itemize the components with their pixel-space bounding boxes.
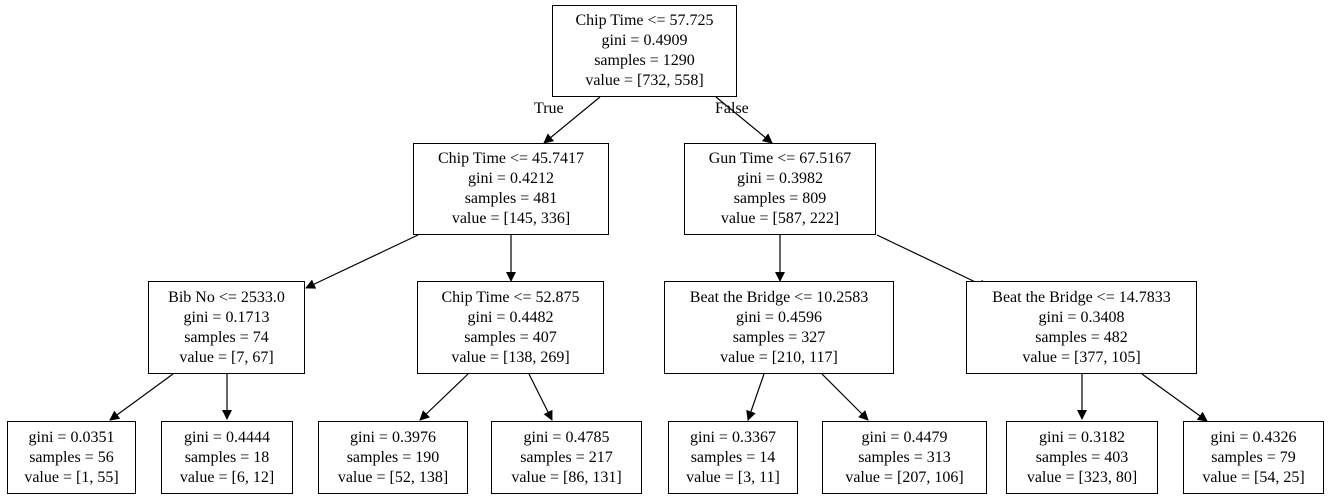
node-right: Gun Time <= 67.5167 gini = 0.3982 sample… — [684, 143, 876, 235]
edge-left-ll — [305, 234, 419, 289]
edge-lr-leaf4 — [528, 373, 553, 421]
leaf-node-8: gini = 0.4326 samples = 79 value = [54, … — [1183, 421, 1324, 494]
node-value: value = [7, 67] — [179, 348, 274, 366]
edge-rl-leaf5 — [746, 373, 765, 421]
edge-rl-leaf6 — [821, 373, 869, 421]
edge-right-rr — [876, 234, 989, 289]
node-condition: Beat the Bridge <= 14.7833 — [992, 288, 1171, 306]
node-samples: samples = 403 — [1035, 448, 1129, 466]
node-value: value = [210, 117] — [720, 348, 838, 366]
leaf-node-5: gini = 0.3367 samples = 14 value = [3, 1… — [668, 421, 798, 494]
edge-lr-leaf3 — [419, 373, 469, 421]
root-node: Chip Time <= 57.725 gini = 0.4909 sample… — [552, 5, 737, 97]
node-left-right: Chip Time <= 52.875 gini = 0.4482 sample… — [417, 281, 604, 374]
node-samples: samples = 313 — [858, 448, 951, 466]
node-condition: Chip Time <= 52.875 — [441, 288, 580, 306]
leaf-node-4: gini = 0.4785 samples = 217 value = [86,… — [491, 421, 642, 494]
node-value: value = [1, 55] — [24, 468, 119, 486]
node-value: value = [323, 80] — [1026, 468, 1138, 486]
node-gini: gini = 0.4785 — [523, 428, 610, 446]
node-samples: samples = 14 — [690, 448, 776, 466]
node-value: value = [732, 558] — [585, 72, 704, 89]
node-value: value = [54, 25] — [1202, 468, 1305, 486]
node-samples: samples = 1290 — [594, 52, 695, 69]
node-value: value = [145, 336] — [451, 210, 571, 227]
node-gini: gini = 0.3367 — [690, 428, 776, 446]
node-samples: samples = 79 — [1211, 448, 1296, 466]
leaf-node-6: gini = 0.4479 samples = 313 value = [207… — [822, 421, 987, 494]
node-condition: Beat the Bridge <= 10.2583 — [689, 288, 869, 306]
node-condition: Chip Time <= 45.7417 — [437, 150, 585, 167]
leaf-node-1: gini = 0.0351 samples = 56 value = [1, 5… — [7, 421, 136, 494]
node-left-left: Bib No <= 2533.0 gini = 0.1713 samples =… — [148, 281, 305, 374]
node-samples: samples = 482 — [1035, 328, 1128, 346]
node-samples: samples = 327 — [732, 328, 826, 346]
node-condition: Chip Time <= 57.725 — [575, 12, 714, 29]
node-gini: gini = 0.4482 — [467, 308, 554, 326]
node-gini: gini = 0.1713 — [183, 308, 270, 326]
edge-ll-leaf1 — [109, 373, 174, 421]
node-gini: gini = 0.3408 — [1038, 308, 1125, 326]
node-gini: gini = 0.3182 — [1039, 428, 1125, 446]
node-value: value = [86, 131] — [511, 468, 622, 486]
edge-root-right — [715, 96, 773, 144]
node-value: value = [6, 12] — [179, 468, 275, 486]
node-right-right: Beat the Bridge <= 14.7833 gini = 0.3408… — [966, 281, 1197, 374]
node-samples: samples = 809 — [733, 190, 827, 207]
node-samples: samples = 481 — [464, 190, 558, 207]
node-right-left: Beat the Bridge <= 10.2583 gini = 0.4596… — [664, 281, 894, 374]
edge-rr-leaf8 — [1141, 373, 1208, 422]
edge-label-false: False — [715, 100, 749, 117]
node-gini: gini = 0.4326 — [1210, 428, 1297, 446]
node-value: value = [52, 138] — [337, 468, 449, 486]
node-value: value = [587, 222] — [720, 210, 840, 227]
node-samples: samples = 217 — [520, 448, 613, 466]
node-samples: samples = 18 — [184, 448, 270, 466]
edge-label-true: True — [534, 100, 564, 117]
leaf-node-2: gini = 0.4444 samples = 18 value = [6, 1… — [161, 421, 293, 494]
edge-root-left — [543, 96, 601, 144]
node-samples: samples = 407 — [464, 328, 557, 346]
node-gini: gini = 0.4444 — [184, 428, 270, 446]
node-gini: gini = 0.4596 — [736, 308, 822, 326]
node-value: value = [377, 105] — [1022, 348, 1141, 366]
node-samples: samples = 190 — [346, 448, 440, 466]
node-left: Chip Time <= 45.7417 gini = 0.4212 sampl… — [413, 143, 609, 235]
leaf-node-3: gini = 0.3976 samples = 190 value = [52,… — [318, 421, 468, 494]
node-value: value = [138, 269] — [451, 348, 570, 366]
node-gini: gini = 0.4909 — [601, 32, 688, 49]
node-gini: gini = 0.4479 — [861, 428, 948, 446]
node-samples: samples = 74 — [184, 328, 269, 346]
node-gini: gini = 0.3982 — [737, 170, 823, 187]
node-value: value = [207, 106] — [845, 468, 964, 486]
node-gini: gini = 0.0351 — [28, 428, 115, 446]
node-gini: gini = 0.4212 — [468, 170, 554, 187]
node-condition: Bib No <= 2533.0 — [168, 288, 285, 306]
node-condition: Gun Time <= 67.5167 — [708, 150, 852, 167]
node-gini: gini = 0.3976 — [350, 428, 436, 446]
leaf-node-7: gini = 0.3182 samples = 403 value = [323… — [1006, 421, 1158, 494]
node-samples: samples = 56 — [29, 448, 114, 466]
node-value: value = [3, 11] — [686, 468, 780, 486]
